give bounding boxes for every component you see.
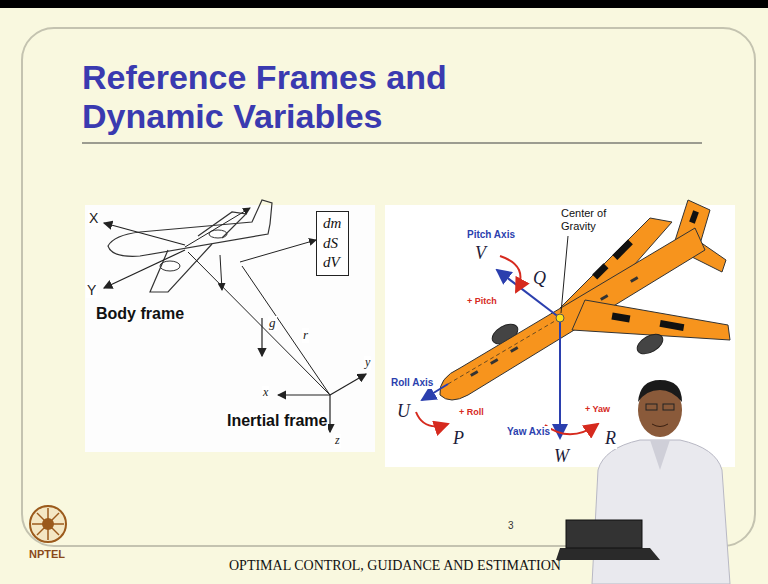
element-symbol: dS bbox=[323, 234, 342, 254]
axis-label: x bbox=[262, 386, 269, 400]
title-rule bbox=[82, 142, 702, 144]
frame-label: Inertial frame bbox=[226, 412, 328, 430]
sign-label: + Pitch bbox=[466, 296, 498, 306]
vector-label: r bbox=[302, 328, 309, 343]
axis-label: Y bbox=[86, 282, 97, 298]
nptel-logo bbox=[30, 506, 66, 542]
sign-label: + Yaw bbox=[584, 404, 611, 414]
element-box: dmdSdV bbox=[316, 211, 349, 276]
axis-name: Roll Axis bbox=[390, 377, 434, 389]
velocity-symbol: W bbox=[553, 446, 570, 467]
velocity-symbol: U bbox=[396, 401, 411, 422]
axis-label: y bbox=[364, 356, 371, 370]
aircraft-axes-figure bbox=[385, 200, 735, 467]
axis-label: z bbox=[334, 434, 341, 448]
frame-label: Body frame bbox=[96, 305, 184, 323]
slide-title: Reference Frames and Dynamic Variables bbox=[82, 58, 542, 136]
callout-label: Center of Gravity bbox=[560, 207, 624, 232]
vector-label: g bbox=[268, 316, 277, 331]
element-symbol: dV bbox=[323, 253, 342, 273]
rate-symbol: Q bbox=[532, 268, 547, 289]
rate-symbol: R bbox=[604, 428, 617, 449]
sign-label: + Roll bbox=[458, 407, 485, 417]
element-symbol: dm bbox=[323, 214, 342, 234]
body-inertial-frame-figure bbox=[85, 200, 375, 452]
top-bar bbox=[0, 0, 768, 8]
rate-symbol: P bbox=[452, 428, 465, 449]
axis-name: Yaw Axis bbox=[506, 426, 551, 438]
axis-label: X bbox=[88, 210, 99, 226]
logo-text: NPTEL bbox=[29, 548, 65, 561]
slide-number: 3 bbox=[508, 520, 514, 532]
axis-name: Pitch Axis bbox=[466, 229, 516, 241]
presenter-figure bbox=[556, 380, 730, 584]
velocity-symbol: V bbox=[474, 243, 487, 264]
footer-caption: OPTIMAL CONTROL, GUIDANCE AND ESTIMATION bbox=[229, 558, 561, 574]
